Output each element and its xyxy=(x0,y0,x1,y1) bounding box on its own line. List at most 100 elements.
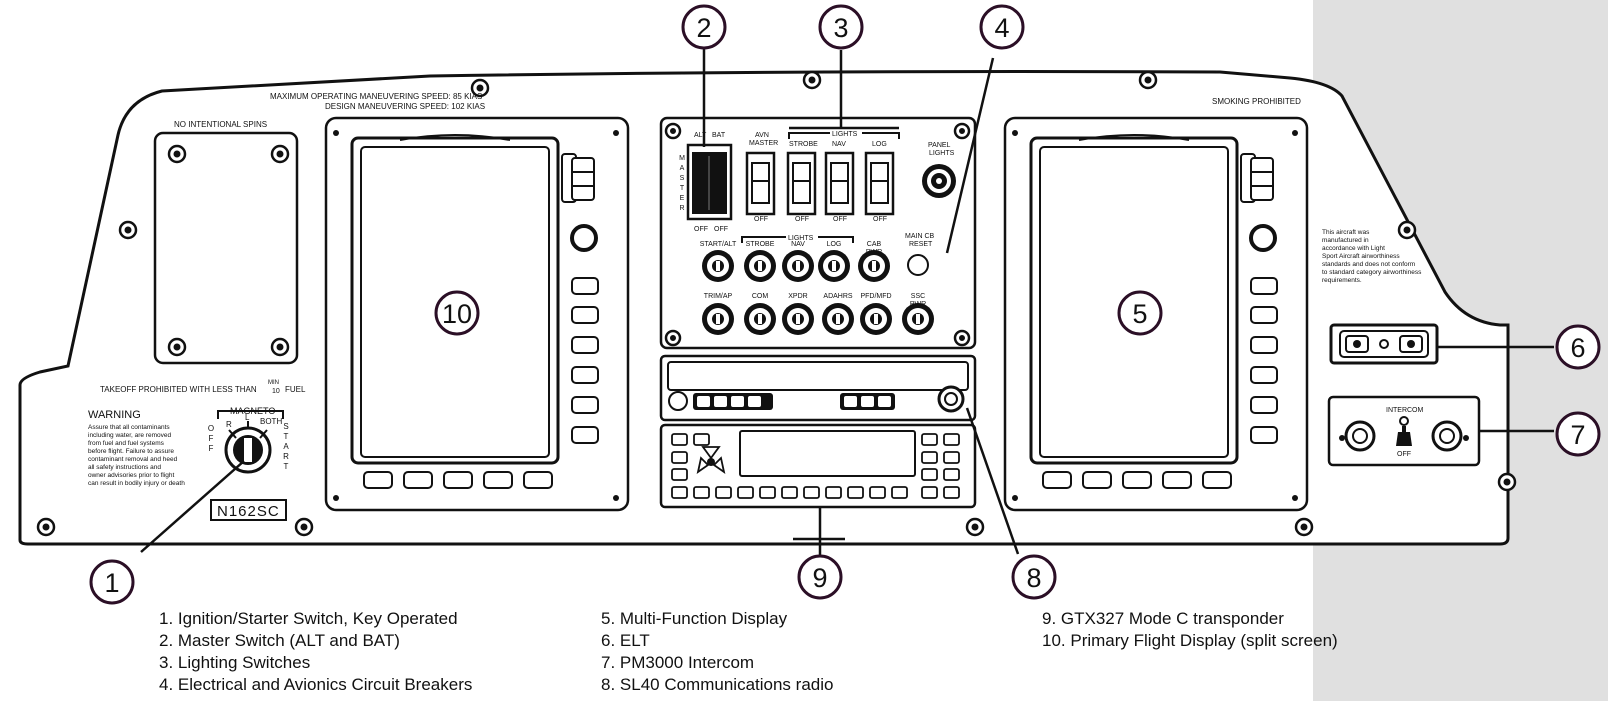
pfd-display xyxy=(324,116,630,512)
svg-text:F: F xyxy=(209,434,214,443)
main-cb-reset-label-1: MAIN CB xyxy=(905,233,935,240)
breaker-row2-breaker-6[interactable] xyxy=(902,303,934,335)
registration-plate xyxy=(210,499,287,521)
nav-switch[interactable] xyxy=(824,151,855,216)
nav-label: NAV xyxy=(832,141,846,148)
magneto-off-letters: OFF xyxy=(208,424,214,453)
magneto-start-letters: START xyxy=(283,422,289,471)
legend-item-7: 7. PM3000 Intercom xyxy=(601,653,755,672)
legend-item-3: 3. Lighting Switches xyxy=(159,653,311,672)
callout-7: 7 xyxy=(1555,411,1601,457)
intercom-off: OFF xyxy=(1397,451,1411,458)
warning-text: Assure that all contaminants including w… xyxy=(88,424,185,487)
gtx327-transponder xyxy=(659,423,977,509)
warning-title: WARNING xyxy=(88,409,141,421)
breaker-row2-breaker-2[interactable] xyxy=(744,303,776,335)
main-cb-reset-button[interactable] xyxy=(907,254,929,276)
callout-8: 8 xyxy=(1011,554,1057,600)
svg-text:6: 6 xyxy=(1570,333,1585,363)
svg-text:R: R xyxy=(283,452,289,461)
log-label: LOG xyxy=(872,141,887,148)
registration: N162SC xyxy=(217,503,280,520)
breaker-row1-breaker-4[interactable] xyxy=(818,250,850,282)
svg-text:R: R xyxy=(679,205,684,212)
svg-text:10: 10 xyxy=(442,299,472,329)
callout-9: 9 xyxy=(797,554,843,600)
breaker-row1-breaker-2[interactable] xyxy=(744,250,776,282)
breaker-row2-breaker-3[interactable] xyxy=(782,303,814,335)
svg-text:T: T xyxy=(284,462,289,471)
breaker-row1-label-1: START/ALT xyxy=(700,241,737,248)
master-alt-label: ALT xyxy=(694,132,707,139)
svg-text:Sport Aircraft airworthiness: Sport Aircraft airworthiness xyxy=(1322,253,1400,260)
breaker-row2-breaker-4[interactable] xyxy=(822,303,854,335)
callout-4: 4 xyxy=(979,4,1025,50)
svg-text:including water, are removed: including water, are removed xyxy=(88,432,171,439)
svg-text:all safety instructions and: all safety instructions and xyxy=(88,464,161,471)
legend-item-5: 5. Multi-Function Display xyxy=(601,609,788,628)
magneto-both: BOTH xyxy=(260,417,282,426)
breaker-lights-title: LIGHTS xyxy=(788,235,814,242)
main-cb-reset-label-2: RESET xyxy=(909,241,933,248)
breaker-row2-label-2: COM xyxy=(752,293,769,300)
magneto-title: MAGNETO xyxy=(230,406,275,416)
svg-text:S: S xyxy=(283,422,288,431)
breaker-row1-breaker-1[interactable] xyxy=(702,250,734,282)
breaker-row2-breaker-5[interactable] xyxy=(860,303,892,335)
panel-lights-dimmer[interactable] xyxy=(922,164,956,198)
svg-text:from fuel and fuel systems: from fuel and fuel systems xyxy=(88,440,165,447)
svg-text:M: M xyxy=(679,155,685,162)
placard-max-maneuvering-speed: MAXIMUM OPERATING MANEUVERING SPEED: 85 … xyxy=(270,92,482,101)
callouts: 1 2 3 4 5 6 7 8 9 10 xyxy=(89,4,1601,605)
master-switch[interactable] xyxy=(686,143,733,221)
left-cover-plate xyxy=(153,131,299,365)
sl40-radio xyxy=(659,354,977,422)
breaker-row2-label-5: PFD/MFD xyxy=(860,293,891,300)
log-switch[interactable] xyxy=(864,151,895,216)
log-off: OFF xyxy=(873,216,887,223)
svg-text:This aircraft was: This aircraft was xyxy=(1322,229,1370,236)
magneto-switch[interactable] xyxy=(217,410,284,474)
intercom-panel xyxy=(1327,395,1481,467)
master-label-letters: MASTER xyxy=(679,155,685,212)
svg-text:1: 1 xyxy=(104,568,119,598)
svg-text:to standard category airworthi: to standard category airworthiness xyxy=(1322,269,1422,276)
svg-text:accordance with Light: accordance with Light xyxy=(1322,245,1385,252)
legend-item-9: 9. GTX327 Mode C transponder xyxy=(1042,609,1284,628)
breaker-row1-breaker-5[interactable] xyxy=(858,250,890,282)
callout-2: 2 xyxy=(681,4,727,50)
callout-leaders xyxy=(140,49,1554,557)
breaker-row1-label-3: NAV xyxy=(791,241,805,248)
breakers-row-1: START/ALTSTROBENAVLOGCABPWR xyxy=(700,241,890,282)
placard-smoking-prohibited: SMOKING PROHIBITED xyxy=(1212,97,1301,106)
svg-text:3: 3 xyxy=(833,13,848,43)
master-off-left: OFF xyxy=(694,226,708,233)
transponder-fan-icon xyxy=(696,446,726,475)
strobe-switch[interactable] xyxy=(786,151,817,216)
svg-text:contaminant removal and heed: contaminant removal and heed xyxy=(88,456,178,463)
svg-text:Assure that all contaminants: Assure that all contaminants xyxy=(88,424,170,431)
svg-text:before flight. Failure to ass: before flight. Failure to assure xyxy=(88,448,174,455)
elt-remote xyxy=(1329,323,1439,365)
svg-text:8: 8 xyxy=(1026,563,1041,593)
master-off-right: OFF xyxy=(714,226,728,233)
placard-fuel: FUEL xyxy=(285,385,306,394)
magneto-l: L xyxy=(245,413,250,422)
legend-item-4: 4. Electrical and Avionics Circuit Break… xyxy=(159,675,473,694)
magneto-r: R xyxy=(226,420,232,429)
placard-takeoff: TAKEOFF PROHIBITED WITH LESS THAN xyxy=(100,385,257,394)
breaker-row2-breaker-1[interactable] xyxy=(702,303,734,335)
breaker-row1-label-4: LOG xyxy=(827,241,842,248)
svg-text:F: F xyxy=(209,444,214,453)
callout-6: 6 xyxy=(1555,324,1601,370)
svg-text:T: T xyxy=(284,432,289,441)
panel-lights-label-1: PANEL xyxy=(928,142,951,149)
svg-text:5: 5 xyxy=(1132,299,1147,329)
breaker-row1-breaker-3[interactable] xyxy=(782,250,814,282)
legend-item-6: 6. ELT xyxy=(601,631,650,650)
panel-lights-label-2: LIGHTS xyxy=(929,150,955,157)
avn-master-switch[interactable] xyxy=(745,151,776,216)
